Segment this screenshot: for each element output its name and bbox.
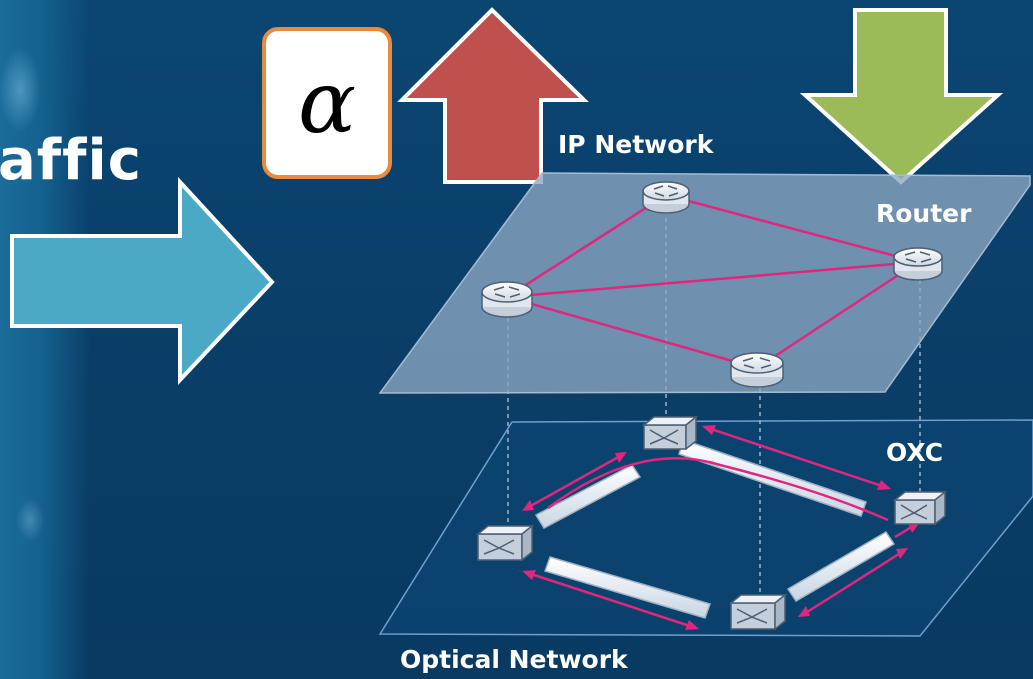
- oxc-switch-icon: [892, 490, 948, 526]
- ip-network-label: IP Network: [558, 130, 714, 159]
- router-icon: [481, 281, 533, 318]
- router-icon: [730, 352, 784, 388]
- oxc-label: OXC: [886, 438, 944, 467]
- underwater-background: [0, 0, 90, 679]
- optical-network-plane: [378, 419, 1033, 637]
- ip-links: [506, 193, 919, 370]
- ip-network-plane: [378, 172, 1031, 394]
- down-arrow: [799, 8, 1004, 185]
- oxc-switch-icon: [475, 524, 535, 562]
- oxc-switch-icon: [641, 415, 699, 451]
- up-arrow: [397, 7, 589, 184]
- oxc-switch-icon: [728, 593, 788, 631]
- alpha-symbol: α: [297, 53, 357, 153]
- input-right-arrow: [10, 176, 275, 386]
- lightpath-curve: [547, 457, 889, 522]
- traffic-text: affic: [0, 128, 142, 193]
- router-icon: [893, 247, 943, 281]
- optical-network-label: Optical Network: [400, 645, 628, 674]
- alpha-parameter-box: α: [262, 27, 392, 179]
- router-label: Router: [876, 199, 972, 228]
- router-icon: [642, 181, 690, 214]
